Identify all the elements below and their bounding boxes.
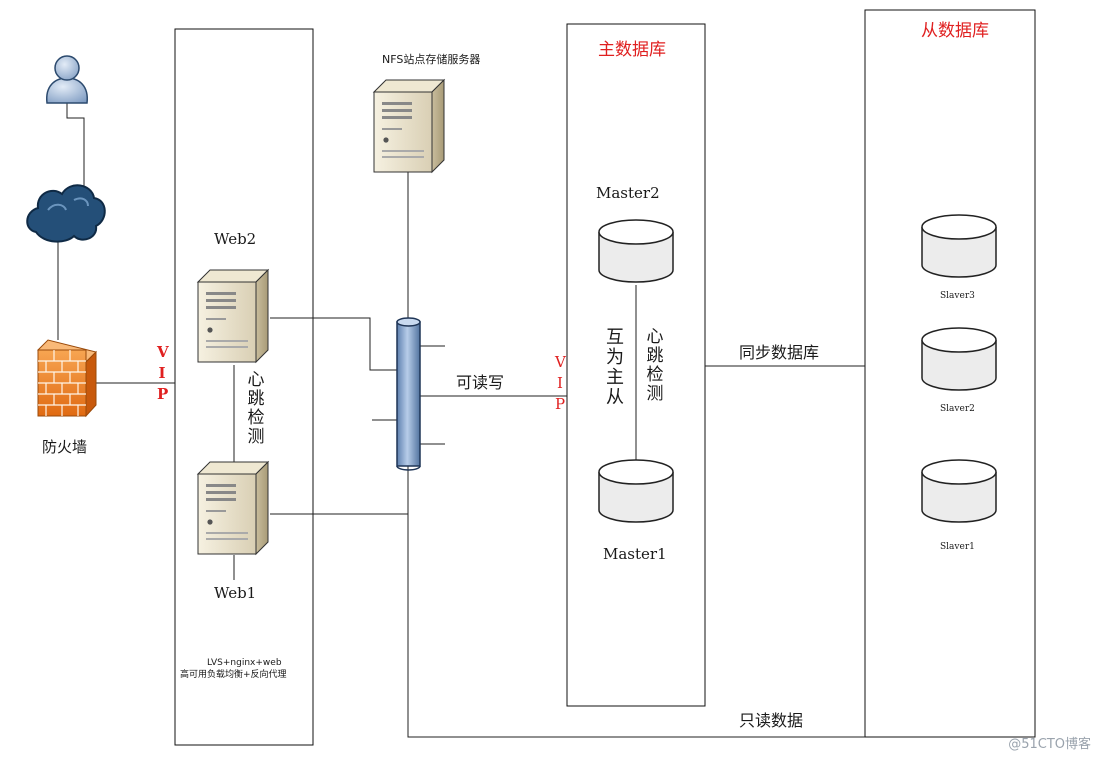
master2-label: Master2 [596, 184, 660, 202]
user-icon [46, 55, 88, 104]
slave-zone-title: 从数据库 [921, 21, 989, 41]
slaver1-label: Slaver1 [940, 542, 975, 552]
web1-label: Web1 [214, 584, 257, 602]
vip-label-left: VIP [154, 342, 170, 405]
cloud-icon [26, 184, 106, 243]
web2-server-icon [197, 269, 269, 363]
vip-label-right-text: VIP [555, 353, 566, 413]
read-only-link [407, 464, 865, 738]
master2-database-icon [598, 219, 674, 283]
master1-label: Master1 [603, 545, 667, 563]
mutual-master-text: 互为主从 [606, 327, 624, 408]
bus-icon [396, 317, 421, 471]
slaver1-database-icon [921, 459, 997, 523]
master-heartbeat-label: 心跳检测 [645, 328, 665, 404]
vip-label-left-text: VIP [157, 343, 169, 403]
nfs-server-icon [373, 79, 445, 173]
master-zone-box [566, 23, 706, 707]
read-only-label: 只读数据 [739, 711, 804, 730]
connection-lines [57, 103, 865, 738]
firewall-label: 防火墙 [42, 438, 88, 456]
slave-zone-box [864, 9, 1036, 738]
web2-bus-link [270, 317, 397, 371]
watermark: @51CTO博客 [1008, 737, 1091, 752]
firewall-icon [37, 339, 97, 418]
web-heartbeat-label: 心跳检测 [246, 371, 266, 447]
mutual-master-label: 互为主从 [604, 328, 626, 408]
read-write-label: 可读写 [456, 373, 505, 392]
web1-server-icon [197, 461, 269, 555]
master1-database-icon [598, 459, 674, 523]
user-cloud-link [66, 103, 85, 186]
web2-label: Web2 [214, 230, 257, 248]
web-zone-box [174, 28, 314, 746]
sync-database-label: 同步数据库 [739, 343, 820, 362]
web-heartbeat-text: 心跳检测 [247, 370, 265, 447]
slaver2-database-icon [921, 327, 997, 391]
lvs-caption-line1: LVS+nginx+web [207, 658, 282, 668]
master-heartbeat-text: 心跳检测 [646, 327, 664, 404]
master-zone-title: 主数据库 [598, 40, 666, 60]
nfs-server-label: NFS站点存储服务器 [382, 53, 481, 66]
vip-label-right: VIP [552, 352, 568, 415]
slaver3-label: Slaver3 [940, 291, 975, 301]
lvs-caption-line2: 高可用负载均衡+反向代理 [180, 670, 287, 680]
slaver2-label: Slaver2 [940, 404, 975, 414]
slaver3-database-icon [921, 214, 997, 278]
